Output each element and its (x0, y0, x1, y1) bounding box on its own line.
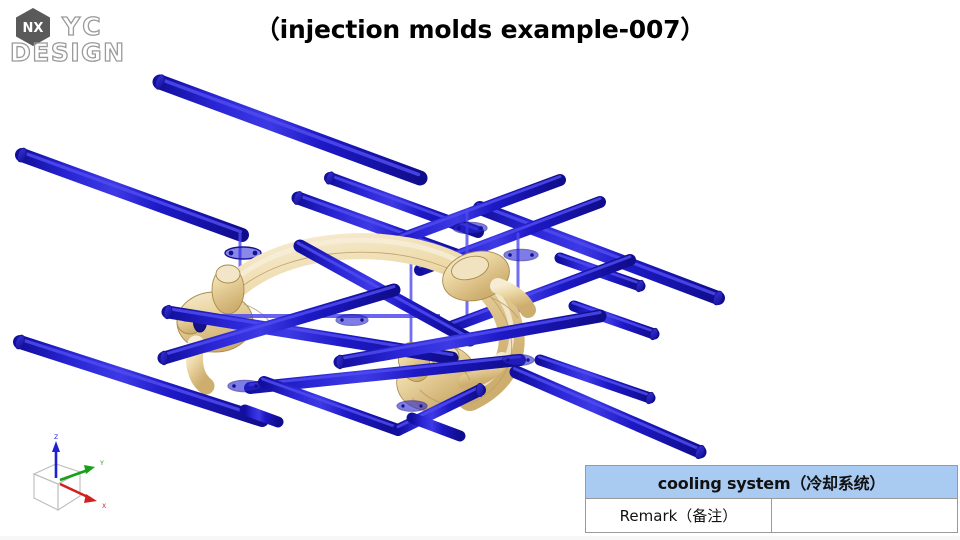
pipe-segment (501, 346, 535, 388)
axis-x: X (59, 482, 106, 510)
cooling-pipes-mid (291, 171, 660, 405)
pipe-segment (473, 201, 725, 306)
pipe-segment (568, 300, 660, 341)
pipe-segment (258, 376, 404, 436)
axis-triad: Z Y X (22, 432, 130, 520)
pipe-segment (244, 354, 526, 394)
pipe-segment (534, 354, 656, 405)
table-header-row: cooling system（冷却系统） (585, 465, 958, 499)
pipe-segment (335, 294, 369, 386)
nx-hexagon-badge: NX (16, 8, 50, 46)
pipe-segment (152, 74, 428, 186)
remark-value[interactable] (771, 498, 958, 533)
axis-z-label: Z (54, 434, 58, 441)
pipe-segment (13, 334, 269, 427)
remark-label: Remark（备注） (585, 498, 772, 533)
axis-z: Z (52, 434, 60, 478)
pipe-segment (15, 147, 249, 242)
svg-text:YC: YC (61, 12, 104, 41)
cooling-system-info-table: cooling system（冷却系统） Remark（备注） (585, 465, 958, 533)
svg-text:DESIGN: DESIGN (10, 38, 126, 64)
cooling-system-header: cooling system（冷却系统） (585, 465, 958, 499)
axis-x-label: X (102, 503, 106, 510)
cad-viewport[interactable] (0, 60, 740, 460)
pipe-segment (333, 309, 607, 370)
pipe-segment (396, 390, 466, 442)
axis-y: Y (59, 460, 104, 482)
pipe-segment (157, 283, 401, 366)
nx-yc-design-logo: NX YC DESIGN (6, 6, 186, 64)
part-boss-right-upper (442, 250, 536, 319)
cooling-pipes-lower (13, 283, 707, 460)
axis-y-label: Y (99, 460, 104, 467)
table-row: Remark（备注） (585, 498, 958, 533)
bottom-edge-strip (0, 536, 960, 540)
svg-text:NX: NX (23, 21, 44, 36)
page-title: （injection molds example-007） (254, 15, 706, 44)
pipe-segment (509, 365, 707, 460)
